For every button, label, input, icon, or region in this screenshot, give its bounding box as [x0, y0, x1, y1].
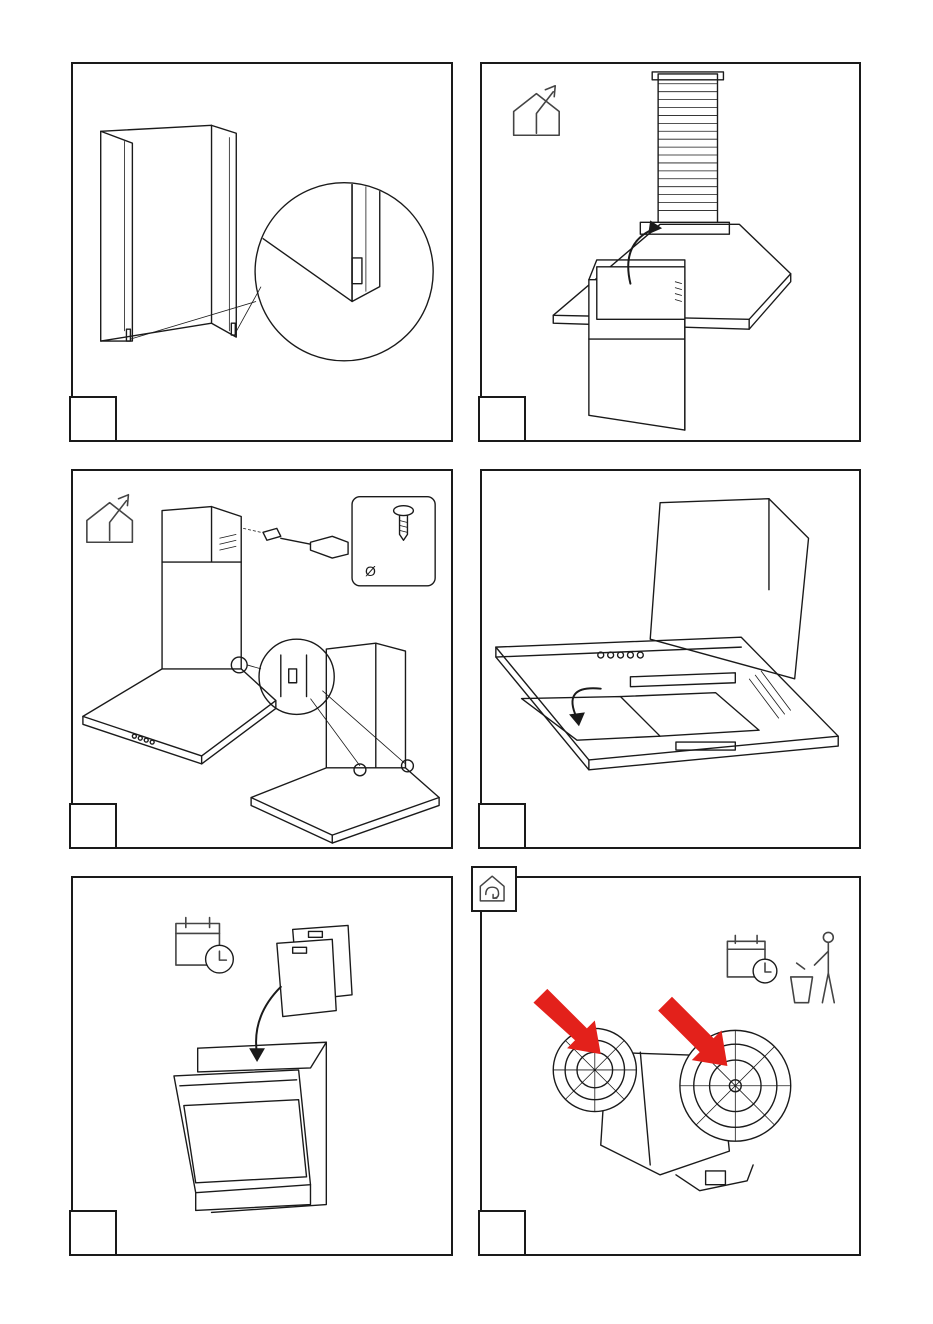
panel-dishwasher-cleaning [71, 876, 453, 1256]
panel-duct-connection [480, 62, 861, 442]
filters-in-dishwasher-illustration [73, 878, 451, 1254]
calendar-clock-icon [727, 935, 776, 982]
step-number-box [478, 1210, 526, 1256]
panel-chimney-assembly [71, 62, 453, 442]
screwdriver-icon [263, 528, 348, 558]
step-number-box [478, 396, 526, 442]
step-number-box [69, 803, 117, 849]
hood-filter-release-illustration [482, 471, 859, 847]
panel-fixing-screws: Ø [71, 469, 453, 849]
house-outlet-icon [87, 495, 133, 542]
screw-icon [394, 506, 414, 541]
chimney-screw-fixing-illustration [73, 471, 451, 847]
step-number-box [478, 803, 526, 849]
recirculation-house-icon [471, 866, 517, 912]
panel-carbon-filter [480, 876, 861, 1256]
charcoal-filter-motor-illustration [482, 878, 859, 1254]
diameter-symbol: Ø [365, 563, 376, 579]
chimney-sections-illustration [73, 64, 451, 440]
step-number-box [69, 1210, 117, 1256]
house-outlet-icon [514, 86, 560, 135]
panel-filter-removal [480, 469, 861, 849]
step-number-box [69, 396, 117, 442]
duct-and-hood-illustration [482, 64, 859, 440]
trash-bin-icon [791, 932, 835, 1002]
calendar-clock-icon [176, 918, 233, 973]
